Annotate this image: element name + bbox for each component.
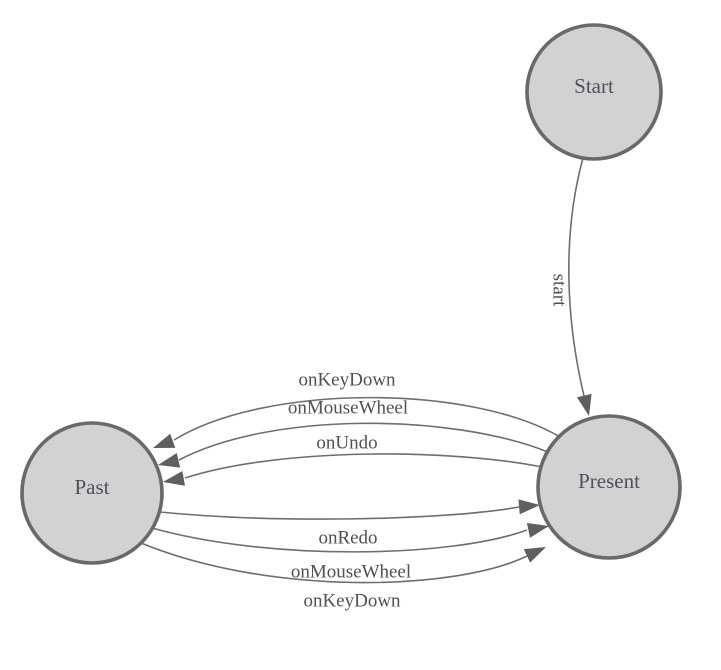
arrowhead-icon	[576, 393, 592, 416]
arrowhead-icon	[523, 547, 546, 563]
edge-path	[140, 542, 528, 584]
edge-label: onUndo	[316, 433, 377, 454]
state-circle	[525, 23, 663, 161]
state-circle	[20, 421, 164, 565]
state-node-present: Present	[536, 414, 682, 560]
transition-edge-present-to-past-onkeydown: onKeyDown	[153, 370, 561, 448]
transition-edge-present-to-past-onundo: onUndo	[163, 433, 543, 486]
arrowhead-icon	[153, 433, 176, 448]
arrowhead-icon	[526, 523, 549, 538]
arrowhead-icon	[518, 499, 540, 515]
transition-edge-past-to-present-onkeydown: onKeyDown	[140, 542, 546, 612]
edge-path	[159, 506, 520, 520]
edge-path	[568, 157, 585, 397]
transition-edge-past-to-present-onmousewheel: onMouseWheel	[151, 523, 549, 583]
transition-edge-past-to-present-onredo: onRedo	[159, 499, 540, 549]
edge-label: start	[549, 274, 570, 307]
state-label: Start	[574, 74, 614, 98]
edge-path	[178, 422, 549, 461]
state-label: Present	[578, 469, 640, 493]
edge-path	[151, 527, 528, 553]
transition-edge-start-to-present: start	[549, 157, 592, 416]
transition-edge-present-to-past-onmousewheel: onMouseWheel	[158, 398, 549, 468]
edge-label: onKeyDown	[298, 370, 396, 391]
edge-label: onRedo	[318, 528, 377, 549]
state-node-start: Start	[525, 23, 663, 161]
edge-label: onMouseWheel	[288, 398, 408, 419]
state-circle	[536, 414, 682, 560]
edge-label: onKeyDown	[303, 591, 401, 612]
state-node-past: Past	[20, 421, 164, 565]
state-label: Past	[74, 475, 109, 499]
edge-path	[173, 396, 561, 441]
arrowhead-icon	[163, 470, 185, 486]
arrowhead-icon	[158, 452, 181, 468]
edge-label: onMouseWheel	[291, 562, 411, 583]
edge-path	[184, 453, 543, 479]
